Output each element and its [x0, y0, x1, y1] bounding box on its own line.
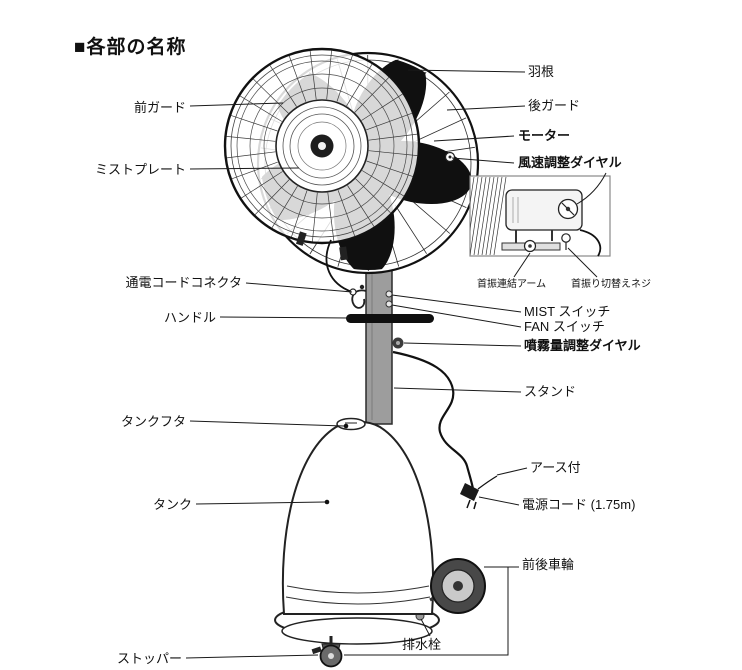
fan-switch-knob — [385, 300, 393, 308]
label-stopper: ストッパー — [116, 651, 182, 666]
inset-switch-screw — [561, 233, 571, 243]
label-mist-plate: ミストプレート — [94, 162, 186, 177]
tank-lid-part — [336, 417, 366, 431]
label-fan-switch: FAN スイッチ — [524, 319, 605, 334]
label-stand: スタンド — [524, 384, 577, 399]
label-motor: モーター — [518, 128, 571, 143]
label-power-cord-connector: 通電コードコネクタ — [125, 275, 242, 290]
earth-wire-part — [477, 475, 498, 490]
front-guard-rim — [223, 47, 421, 245]
fan-head — [223, 47, 480, 296]
tank-body — [281, 420, 435, 615]
label-oscillation-screw: 首振り切替えネジ — [571, 279, 651, 290]
mist-hose — [325, 239, 353, 293]
stopper-pedal — [311, 646, 322, 655]
label-power-cord: 電源コード (1.75m) — [522, 497, 636, 512]
leader-lines — [185, 69, 607, 659]
front-caster — [311, 636, 343, 668]
inset-cord — [579, 229, 602, 257]
inset-motor-body — [505, 189, 583, 231]
label-blade: 羽根 — [528, 64, 555, 79]
label-mist-switch: MIST スイッチ — [524, 304, 611, 319]
label-drain-plug: 排水栓 — [402, 637, 442, 652]
plug — [460, 483, 479, 501]
detail-inset — [469, 175, 611, 257]
label-tank-lid: タンクフタ — [120, 414, 186, 429]
label-fan-speed-dial: 風速調整ダイヤル — [518, 155, 622, 170]
connector-hook — [351, 289, 367, 309]
label-earth-wire: アース付 — [530, 460, 581, 475]
label-front-rear-wheels: 前後車輪 — [522, 557, 575, 572]
label-oscillation-arm: 首振連結アーム — [477, 279, 547, 290]
label-handle: ハンドル — [163, 310, 216, 325]
guard-clip — [339, 246, 348, 261]
front-guard-grill — [226, 50, 418, 242]
inset-fan-hatch — [470, 176, 507, 256]
guard-clip — [295, 231, 307, 246]
power-cord-part — [392, 350, 498, 510]
page-title: ■各部の名称 — [74, 37, 187, 58]
carry-handle — [346, 314, 434, 323]
tank-assembly — [274, 417, 440, 645]
mist-switch-knob — [385, 290, 393, 298]
label-front-guard: 前ガード — [133, 100, 186, 115]
label-tank: タンク — [152, 497, 192, 512]
hub-mist-plate — [275, 99, 369, 193]
label-rear-guard: 後ガード — [528, 98, 581, 113]
label-mist-volume-dial: 噴霧量調整ダイヤル — [524, 338, 641, 353]
rear-wheel — [429, 558, 486, 614]
